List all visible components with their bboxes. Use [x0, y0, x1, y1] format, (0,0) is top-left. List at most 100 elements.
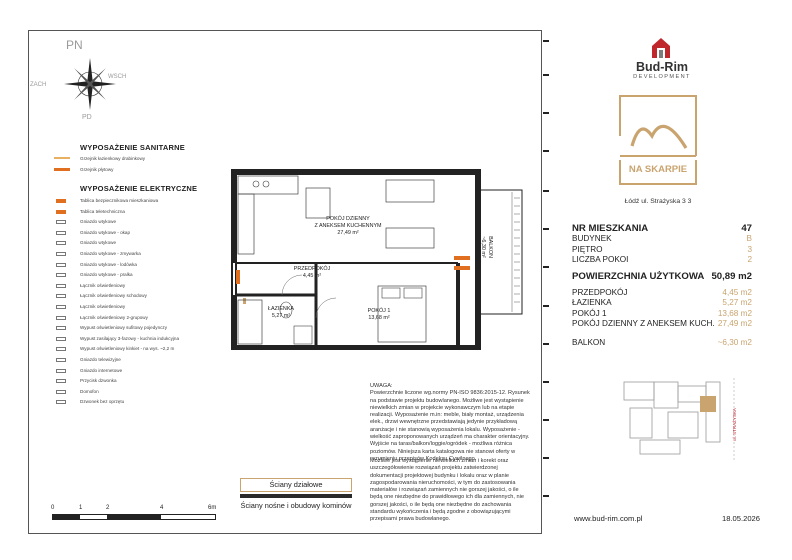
legend-symbol-icon [56, 389, 66, 394]
frame-tick [543, 266, 549, 268]
legend-label: Łącznik oświetleniowy [80, 282, 126, 288]
wall-legend-structural-swatch [240, 494, 352, 498]
legend-symbol-icon [56, 220, 66, 225]
legend-item: Tablica bezpiecznikowa mieszkaniowa [56, 198, 159, 203]
legend-label: Gniazdo telewizyjne [80, 357, 121, 362]
legend-item: Gniazdo wtykowe [56, 240, 117, 246]
address: Łódź ul. Strażyska 3 3 [624, 198, 692, 205]
compass-south: PD [82, 114, 92, 121]
legend-symbol-icon [56, 368, 66, 373]
legend-label: Gniazdo wtykowe [80, 240, 117, 246]
notes-text: Powierzchnie liczone wg.normy PN-ISO 983… [370, 390, 530, 462]
legend-symbol-icon [56, 358, 66, 362]
legend-label: Wypust oświetleniowy sufitowy pojedynczy [80, 325, 168, 331]
legend-item: Domofon [56, 389, 99, 394]
notes-title: UWAGA: [370, 383, 393, 389]
room-label-room1: POKÓJ 1 13,68 m² [367, 308, 391, 321]
scale-label: 6m [208, 505, 217, 511]
frame-tick [543, 112, 549, 114]
legend-symbol-icon [56, 326, 66, 331]
legend-label: Gniazdo wtykowe - zmywarka [80, 251, 141, 256]
frame-tick [543, 190, 549, 192]
legend-label: Łącznik oświetleniowy [80, 304, 126, 309]
drawing-frame [28, 30, 542, 534]
bud-rim-logo-icon [650, 36, 672, 60]
company-sub: DEVELOPMENT [633, 74, 691, 80]
legend-symbol-icon [56, 294, 66, 299]
legend-label: Tablica bezpiecznikowa mieszkaniowa [80, 198, 159, 203]
room-label-bath: ŁAZIENKA 5,27 m² [267, 306, 295, 319]
legend-symbol-icon [56, 305, 66, 309]
legend-item: Gniazdo wtykowe - zmywarka [56, 251, 141, 256]
legend-symbol-icon [56, 230, 66, 235]
floor-plan: POKÓJ DZIENNY Z ANEKSEM KUCHENNYM 27,49 … [226, 168, 532, 351]
legend-item: Dzwonek bez oprzętu [56, 399, 125, 405]
street-label: ul. STRAŻYSKA [731, 408, 737, 441]
wall-legend-partition: Ściany działowe [240, 478, 352, 492]
legend-label: Gniazdo wtykowe - pralka [80, 272, 133, 278]
legend-label: Łącznik oświetleniowy schodowy [80, 293, 147, 299]
project-name: NA SKARPIE [628, 164, 688, 175]
legend-item: Łącznik oświetleniowy [56, 304, 126, 309]
compass-west: ZACH [30, 82, 47, 88]
legend-label: Łącznik oświetleniowy 2-grupowy [80, 314, 148, 320]
legend-item: Grzejnik łazienkowy drabinkowy [54, 156, 145, 161]
legend-symbol-icon [56, 262, 66, 267]
wall-legend-structural: Ściany nośne i obudowy kominów [240, 501, 352, 510]
notes-text-2: Możliwe jest wystąpienie niewielkich zmi… [370, 458, 524, 523]
legend-label: Gniazdo wtykowe - lodówka [80, 261, 137, 267]
scale-bar [52, 514, 216, 520]
legend-symbol-icon [56, 241, 66, 246]
room-area-row: POKÓJ DZIENNY Z ANEKSEM KUCH.27,49 m2 [572, 319, 752, 329]
legend-label: Gniazdo wtykowe [80, 219, 117, 225]
frame-tick [543, 457, 549, 459]
legend-item: Grzejnik płytowy [54, 167, 113, 172]
site-plan: ul. STRAŻYSKA [610, 378, 752, 460]
legend-item: Przycisk dzwonka [56, 378, 117, 384]
legend-item: Gniazdo wtykowe - okap [56, 229, 131, 235]
room-label-hall: PRZEDPOKÓJ 4,45 m² [293, 266, 331, 279]
legend-item: Gniazdo wtykowe [56, 219, 117, 225]
scale-label: 1 [79, 505, 83, 511]
legend-label: Wypust zasilający 3-fazowy - kuchnia ind… [80, 335, 180, 341]
scale-label: 0 [51, 505, 55, 511]
frame-tick [543, 40, 549, 42]
legend-symbol-icon [56, 379, 66, 384]
scale-label: 2 [106, 505, 110, 511]
legend-symbol-icon [56, 347, 66, 352]
legend-item: Wypust zasilający 3-fazowy - kuchnia ind… [56, 335, 180, 341]
legend-symbol-icon [56, 273, 66, 278]
legend-label: Gniazdo internetowe [80, 367, 123, 373]
legend-label: Dzwonek bez oprzętu [80, 399, 125, 405]
legend-item: Gniazdo wtykowe - lodówka [56, 261, 137, 267]
legend-label: Wypust oświetleniowy kinkiet - na wys. ~… [80, 346, 175, 352]
frame-tick [543, 74, 549, 76]
scale-label: 4 [160, 505, 164, 511]
company-name: Bud-Rim [635, 60, 689, 74]
frame-tick [543, 495, 549, 497]
legend-symbol-icon [56, 199, 66, 203]
notes-block: UWAGA: Powierzchnie liczone wg.normy PN-… [370, 383, 530, 463]
legend-symbol-icon [56, 400, 66, 405]
legend-symbol-icon [56, 209, 66, 214]
compass-rose: PN PD WSCH ZACH [30, 38, 128, 126]
frame-tick [543, 150, 549, 152]
legend-item: Wypust oświetleniowy sufitowy pojedynczy [56, 325, 168, 331]
legend-label: Tablica teletechniczna [80, 208, 125, 214]
na-skarpie-logo: NA SKARPIE [616, 90, 700, 186]
legend-item: Gniazdo internetowe [56, 367, 123, 373]
compass-east: WSCH [108, 74, 127, 80]
legend-label: Przycisk dzwonka [80, 378, 117, 384]
legend-symbol-icon [56, 315, 66, 320]
legend-label: Gniazdo wtykowe - okap [80, 229, 131, 235]
website-link[interactable]: www.bud-rim.com.pl [574, 514, 643, 523]
legend-item: Łącznik oświetleniowy schodowy [56, 293, 147, 299]
